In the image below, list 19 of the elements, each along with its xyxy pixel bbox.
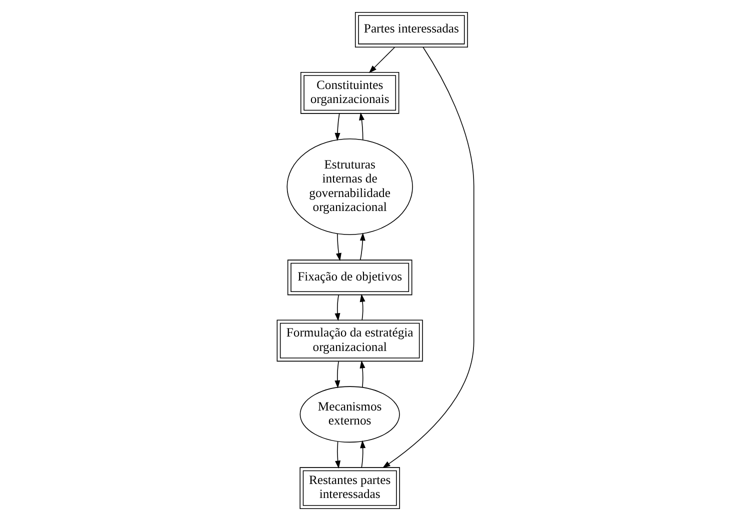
node-box: Constituintes organizacionais — [300, 72, 400, 114]
arrow — [368, 46, 395, 74]
node-box: Partes interessadas — [354, 12, 468, 48]
node-box: Fixação de objetivos — [287, 260, 412, 296]
node-ellipse: Mecanismos externos — [300, 386, 400, 443]
node-ellipse: Estruturas internas de governabilidade organizacional — [286, 138, 413, 236]
arrow — [360, 294, 366, 320]
arrow — [359, 112, 364, 140]
arrow — [360, 440, 366, 468]
arrow — [360, 232, 366, 260]
node-box: Formulação da estratégia organizacional — [276, 320, 423, 362]
arrow — [382, 46, 474, 468]
arrow — [336, 234, 342, 262]
arrow — [334, 113, 340, 141]
arrow — [360, 360, 366, 388]
arrow — [334, 361, 340, 388]
node-box: Restantes partes interessadas — [300, 467, 400, 510]
arrow — [335, 441, 341, 469]
arrow — [334, 294, 340, 322]
